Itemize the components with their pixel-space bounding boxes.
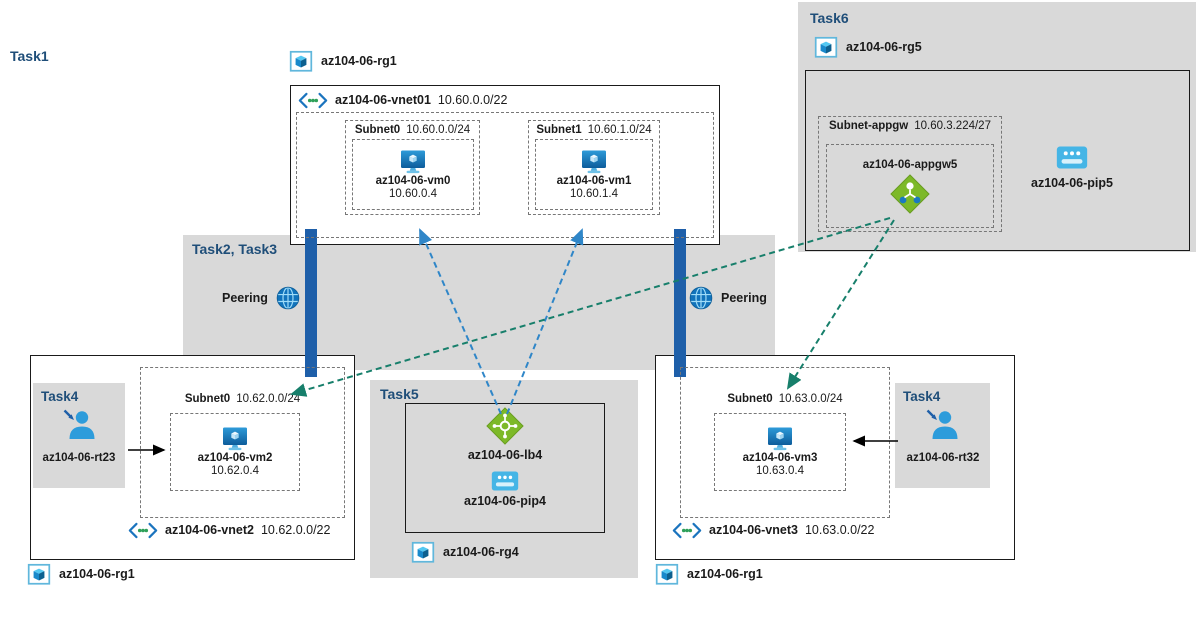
lb4-box: [405, 403, 605, 533]
vm0-ip: 10.60.0.4: [389, 187, 437, 200]
resource-group-icon: [813, 34, 839, 60]
subnet0-vnet01-name: Subnet0: [354, 124, 401, 136]
task4-left-label: Task4: [41, 389, 79, 404]
vm3-name: az104-06-vm3: [742, 452, 818, 464]
globe-icon: [275, 285, 301, 311]
peering-right: Peering: [688, 284, 767, 312]
subnet0-vnet2-name: Subnet0: [184, 393, 231, 405]
task5-label: Task5: [380, 386, 419, 402]
task6-region: [798, 2, 1196, 252]
rg5-label: az104-06-rg5: [846, 40, 922, 54]
vnet3-name: az104-06-vnet3: [709, 523, 798, 537]
public-ip-icon: [491, 471, 519, 491]
peering-left-label: Peering: [222, 291, 268, 305]
subnet-appgw-name: Subnet-appgw: [829, 120, 909, 132]
vnet-icon: [298, 92, 328, 109]
vm1-ip: 10.60.1.4: [570, 187, 618, 200]
task1-label: Task1: [10, 48, 49, 64]
rg4-label: az104-06-rg4: [443, 545, 519, 559]
subnet0-vnet2-box: [140, 367, 345, 518]
subnet0-vnet2-head: Subnet0 10.62.0.0/24: [140, 393, 345, 405]
rg1-right-label: az104-06-rg1: [687, 567, 763, 581]
route-table-user-icon: [925, 407, 961, 443]
vm3-box: az104-06-vm3 10.63.0.4: [714, 413, 846, 491]
resource-group-icon: [26, 561, 52, 587]
peering-left: Peering: [222, 284, 301, 312]
vm2-name: az104-06-vm2: [197, 452, 273, 464]
resource-group-icon: [654, 561, 680, 587]
vm3-ip: 10.63.0.4: [756, 465, 804, 477]
appgw5-name: az104-06-appgw5: [862, 158, 958, 171]
task2-task3-label: Task2, Task3: [192, 241, 278, 257]
globe-icon: [688, 285, 714, 311]
vnet2-name: az104-06-vnet2: [165, 523, 254, 537]
application-gateway-icon: [890, 174, 930, 214]
subnet1-vnet01-head: Subnet1 10.60.1.0/24: [529, 121, 659, 136]
rg1-top-label: az104-06-rg1: [321, 54, 397, 68]
lb4-label: az104-06-lb4: [467, 448, 543, 462]
vnet-icon: [672, 522, 702, 539]
rg1-left-row: az104-06-rg1: [26, 561, 135, 587]
vm1-name: az104-06-vm1: [556, 174, 632, 187]
resource-group-icon: [410, 539, 436, 565]
rt23-label: az104-06-rt23: [42, 452, 116, 464]
vm1-box: az104-06-vm1 10.60.1.4: [535, 139, 653, 210]
subnet0-vnet01-head: Subnet0 10.60.0.0/24: [346, 121, 479, 136]
subnet0-vnet01-cidr: 10.60.0.0/24: [406, 124, 471, 136]
public-ip-icon: [1056, 146, 1088, 169]
vnet01-cidr: 10.60.0.0/22: [437, 93, 508, 107]
task6-label: Task6: [810, 10, 849, 26]
vnet3-cidr: 10.63.0.0/22: [804, 523, 875, 537]
subnet-appgw-cidr: 10.60.3.224/27: [914, 120, 991, 132]
task4-right-label: Task4: [903, 389, 941, 404]
subnet1-vnet01-name: Subnet1: [536, 124, 582, 136]
rg1-top-row: az104-06-rg1: [288, 48, 397, 74]
vm2-ip: 10.62.0.4: [211, 465, 259, 477]
peering-bar-right: [674, 229, 686, 377]
vnet01-header: az104-06-vnet01 10.60.0.0/22: [298, 90, 507, 110]
virtual-machine-icon: [222, 427, 248, 451]
rt32-label: az104-06-rt32: [906, 452, 980, 464]
rg1-left-label: az104-06-rg1: [59, 567, 135, 581]
vnet2-cidr: 10.62.0.0/22: [260, 523, 331, 537]
vnet3-row: az104-06-vnet3 10.63.0.0/22: [672, 518, 874, 542]
vnet01-name: az104-06-vnet01: [335, 93, 431, 107]
subnet-appgw-box: Subnet-appgw 10.60.3.224/27: [818, 116, 1002, 232]
subnet0-vnet3-head: Subnet0 10.63.0.0/24: [680, 393, 890, 405]
peering-bar-left: [305, 229, 317, 377]
rg5-box: [805, 70, 1190, 251]
lb4-content: az104-06-lb4 az104-06-pip4: [405, 407, 605, 508]
vnet-icon: [128, 522, 158, 539]
subnet0-vnet2-cidr: 10.62.0.0/24: [236, 393, 301, 405]
rg1-right-row: az104-06-rg1: [654, 561, 763, 587]
vnet2-row: az104-06-vnet2 10.62.0.0/22: [128, 518, 330, 542]
virtual-machine-icon: [400, 150, 426, 174]
vm0-name: az104-06-vm0: [375, 174, 451, 187]
pip4-label: az104-06-pip4: [464, 494, 546, 508]
subnet1-vnet01-cidr: 10.60.1.0/24: [587, 124, 652, 136]
route-table-user-icon: [62, 407, 98, 443]
vm2-box: az104-06-vm2 10.62.0.4: [170, 413, 300, 491]
subnet0-vnet01-box: Subnet0 10.60.0.0/24: [345, 120, 480, 215]
subnet0-vnet3-cidr: 10.63.0.0/24: [778, 393, 843, 405]
rg4-row: az104-06-rg4: [410, 539, 519, 565]
rg5-row: az104-06-rg5: [813, 34, 922, 60]
load-balancer-icon: [486, 407, 524, 445]
pip5-label: az104-06-pip5: [1031, 176, 1113, 190]
peering-right-label: Peering: [721, 291, 767, 305]
subnet0-vnet3-name: Subnet0: [727, 393, 773, 405]
subnet-appgw-head: Subnet-appgw 10.60.3.224/27: [819, 117, 1001, 132]
appgw5-box: az104-06-appgw5: [826, 144, 994, 228]
subnet1-vnet01-box: Subnet1 10.60.1.0/24: [528, 120, 660, 215]
resource-group-icon: [288, 48, 314, 74]
vm0-box: az104-06-vm0 10.60.0.4: [352, 139, 474, 210]
virtual-machine-icon: [767, 427, 793, 451]
virtual-machine-icon: [581, 150, 607, 174]
